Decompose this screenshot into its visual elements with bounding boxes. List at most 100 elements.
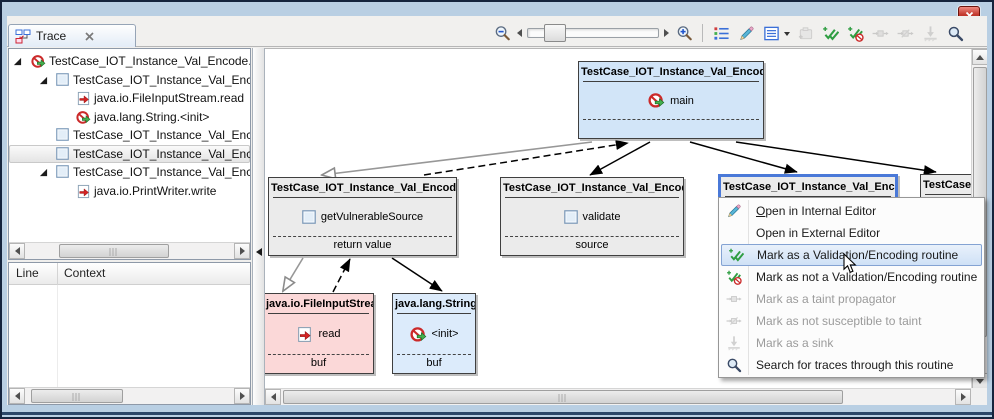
no-entry-icon — [76, 110, 91, 125]
graph-horizontal-scrollbar[interactable] — [265, 388, 971, 405]
not-susceptible-icon — [897, 25, 914, 42]
checkbox-icon[interactable] — [302, 210, 316, 224]
tree-item-7[interactable]: java.io.PrintWriter.write — [9, 183, 250, 201]
scroll-right-icon[interactable] — [234, 243, 250, 259]
main-node[interactable]: TestCase_IOT_Instance_Val_Encode main — [578, 61, 764, 139]
tab-close-icon[interactable] — [85, 31, 94, 41]
graph-edge-5 — [283, 257, 304, 291]
tree-item-label: TestCase_IOT_Instance_Val_Encode — [73, 128, 250, 142]
node-footer-label: buf — [310, 357, 327, 369]
view-menu-button[interactable] — [761, 23, 781, 43]
graph-edge-2 — [589, 141, 651, 176]
mark-validation-button[interactable] — [820, 23, 840, 43]
tree-scrollbar-thumb[interactable] — [59, 244, 169, 258]
dropdown-arrow-icon[interactable] — [784, 31, 790, 39]
scroll-left-icon[interactable] — [265, 389, 281, 405]
node-body: <init> — [393, 314, 475, 354]
zoom-in-button[interactable] — [674, 23, 694, 43]
scroll-right-icon[interactable] — [955, 389, 971, 405]
menu-item-label: Mark as a taint propagator — [756, 292, 897, 306]
slider-left-arrow-icon[interactable] — [517, 24, 522, 42]
checkbox-icon[interactable] — [56, 128, 69, 141]
table-scrollbar-thumb[interactable] — [31, 389, 123, 403]
node-footer-label — [579, 120, 763, 138]
scroll-right-icon[interactable] — [234, 388, 250, 404]
collapse-panel-icon[interactable] — [256, 248, 262, 256]
table-horizontal-scrollbar[interactable] — [9, 387, 250, 404]
not-susceptible-button — [895, 23, 915, 43]
menu-item-label: Mark as not a Validation/Encoding routin… — [756, 270, 978, 284]
expander-icon[interactable] — [39, 168, 48, 177]
node-method-label: read — [318, 328, 341, 340]
menu-item-mark-as-a-validation-encoding-routine[interactable]: Mark as a Validation/Encoding routine — [721, 244, 982, 266]
tree-item-label: java.io.PrintWriter.write — [94, 183, 217, 198]
tree-item-5[interactable]: TestCase_IOT_Instance_Val_Encode — [9, 144, 250, 164]
graph-hscrollbar-thumb[interactable] — [283, 390, 843, 404]
tree-horizontal-scrollbar[interactable] — [9, 242, 250, 259]
tab-trace[interactable]: Trace — [8, 24, 136, 47]
tree-item-6[interactable]: TestCase_IOT_Instance_Val_Encode — [9, 164, 250, 182]
scroll-up-icon[interactable] — [972, 49, 987, 65]
string-init-node[interactable]: java.lang.String <init>buf — [392, 293, 476, 374]
slider-right-arrow-icon[interactable] — [664, 24, 669, 42]
column-header-line[interactable]: Line — [16, 266, 39, 280]
validate-node[interactable]: TestCase_IOT_Instance_Val_Encode validat… — [500, 177, 684, 256]
zoom-slider[interactable] — [527, 24, 659, 42]
graph-edge-6 — [332, 258, 351, 293]
scroll-left-icon[interactable] — [9, 243, 25, 259]
checkbox-icon[interactable] — [563, 210, 578, 224]
tree-item-4[interactable]: TestCase_IOT_Instance_Val_Encode — [9, 127, 250, 145]
menu-item-label: Search for traces through this routine — [756, 358, 954, 372]
menu-item-label: Mark as a Validation/Encoding routine — [757, 248, 959, 262]
trace-icon — [15, 29, 31, 44]
edit-pencil-button[interactable] — [736, 23, 756, 43]
zoom-slider-thumb[interactable] — [544, 24, 566, 42]
mark-not-validation-icon — [719, 269, 748, 285]
graph-edge-1 — [423, 139, 629, 176]
menu-item-search-for-traces-through-this-routine[interactable]: Search for traces through this routine — [719, 354, 984, 376]
scroll-left-icon[interactable] — [9, 388, 25, 404]
tree-item-2[interactable]: java.io.FileInputStream.read — [9, 90, 250, 108]
menu-item-mark-as-a-sink: Mark as a sink — [719, 332, 984, 354]
menu-item-mark-as-not-a-validation-encoding-routine[interactable]: Mark as not a Validation/Encoding routin… — [719, 266, 984, 288]
node-body: validate — [501, 198, 683, 236]
getvulnerablesource-node[interactable]: TestCase_IOT_Instance_Val_Encode getVuln… — [268, 177, 457, 256]
tree-item-label: TestCase_IOT_Instance_Val_Encode — [73, 165, 250, 179]
legend-button[interactable] — [711, 23, 731, 43]
checkbox-icon[interactable] — [56, 165, 69, 178]
column-header-context[interactable]: Context — [64, 266, 106, 280]
graph-edge-4 — [735, 141, 937, 176]
node-header-label: java.lang.String — [395, 298, 475, 310]
call-icon — [296, 326, 313, 343]
menu-item-label: Mark as not susceptible to taint — [756, 314, 922, 328]
menu-item-open-in-external-editor[interactable]: Open in External Editor — [719, 222, 984, 244]
zoom-out-button[interactable] — [492, 23, 512, 43]
mark-not-validation-button[interactable] — [845, 23, 865, 43]
view-content: Trace — [7, 16, 987, 405]
search-button[interactable] — [945, 23, 965, 43]
expander-icon[interactable] — [13, 57, 22, 66]
checkbox-icon[interactable] — [56, 72, 69, 86]
checkbox-icon[interactable] — [56, 146, 69, 160]
tree-item-3[interactable]: java.lang.String.<init> — [9, 109, 250, 127]
node-method-label: main — [670, 94, 694, 107]
menu-item-open-in-internal-editor[interactable]: Open in Internal Editor — [719, 200, 984, 222]
panel-sash[interactable] — [252, 48, 265, 405]
call-icon — [76, 91, 91, 106]
node-header-label: TestCase_IOT_Instance_Val_Encode — [503, 182, 683, 194]
legend-icon — [713, 25, 730, 42]
graph-edge-0 — [322, 141, 593, 175]
taint-propagator-icon — [872, 25, 889, 42]
node-header-label: TestCase_IOT_Instance_Val_Encode — [581, 66, 763, 78]
expander-icon[interactable] — [39, 76, 48, 85]
tree-item-1[interactable]: TestCase_IOT_Instance_Val_Encode — [9, 72, 250, 90]
tree-item-0[interactable]: TestCase_IOT_Instance_Val_Encode.m — [9, 53, 250, 71]
mark-not-validation-icon — [847, 25, 864, 42]
node-method-label: validate — [582, 211, 621, 223]
graph-edges — [265, 139, 937, 405]
node-header-label: TestCase_IOT_Instance_Val_Encode — [723, 181, 895, 193]
